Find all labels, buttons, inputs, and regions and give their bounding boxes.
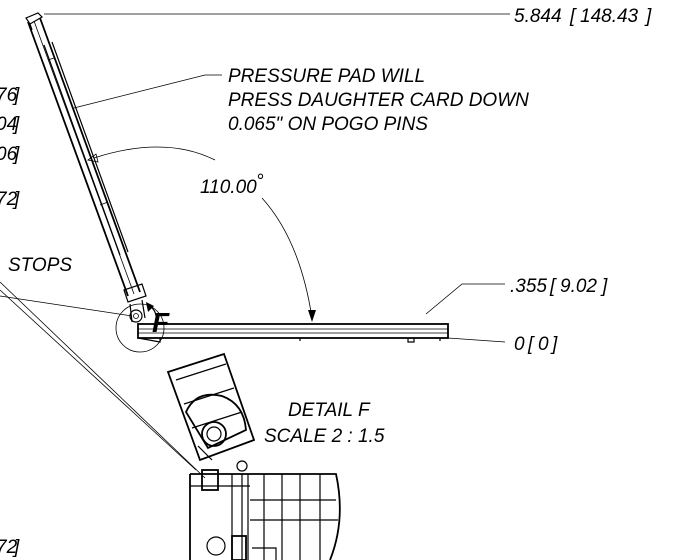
pressure-pad-note-line1: PRESSURE PAD WILL: [228, 66, 425, 87]
lid-assembly: [25, 12, 147, 323]
pad-height-value: .355: [510, 276, 547, 297]
zero-leader: [447, 337, 506, 343]
bracket-4: ]: [12, 189, 20, 210]
zero-mm-value: 0: [538, 334, 549, 355]
bracket-5: ]: [12, 537, 20, 558]
bracket-open-top: [: [569, 6, 577, 27]
bracket-close-zero: ]: [550, 334, 558, 355]
pad-height-mm-value: 9.02: [560, 276, 597, 297]
bracket-2: ]: [12, 114, 20, 135]
base-plate: [137, 323, 449, 343]
left-dim-5: 72: [0, 537, 18, 558]
bracket-1: ]: [12, 85, 20, 106]
angle-value: 110.00: [200, 177, 257, 198]
pad-height-leader: [425, 283, 505, 315]
stops-leader-2: [0, 281, 206, 479]
pressure-pad-note-line2: PRESS DAUGHTER CARD DOWN: [228, 90, 529, 111]
left-dim-4: 72: [0, 189, 18, 210]
detail-f-view: [166, 352, 341, 560]
stops-leader-1: [0, 295, 133, 317]
left-dim-2: 04: [0, 114, 17, 135]
bracket-open-zero: [: [527, 334, 535, 355]
top-height-mm-value: 148.43: [580, 6, 639, 27]
pressure-pad-leader: [73, 74, 222, 109]
stops-label: STOPS: [8, 255, 72, 276]
bracket-close-pad: ]: [600, 276, 608, 297]
bracket-open-pad: [: [549, 276, 557, 297]
bracket-3: ]: [12, 144, 20, 165]
left-dim-3: 06: [0, 144, 18, 165]
left-dim-1: 76: [0, 85, 18, 106]
pressure-pad-note-line3: 0.065" ON POGO PINS: [228, 114, 428, 135]
detail-f-circle: [115, 303, 165, 353]
angle-unit: °: [256, 171, 264, 192]
zero-value: 0: [514, 334, 525, 355]
detail-scale: SCALE 2 : 1.5: [264, 426, 385, 447]
top-height-value: 5.844: [514, 6, 562, 27]
detail-callout-letter: F: [152, 307, 170, 338]
angle-arc: [93, 146, 216, 161]
bracket-close-top: ]: [644, 6, 652, 27]
detail-title: DETAIL F: [288, 400, 371, 421]
